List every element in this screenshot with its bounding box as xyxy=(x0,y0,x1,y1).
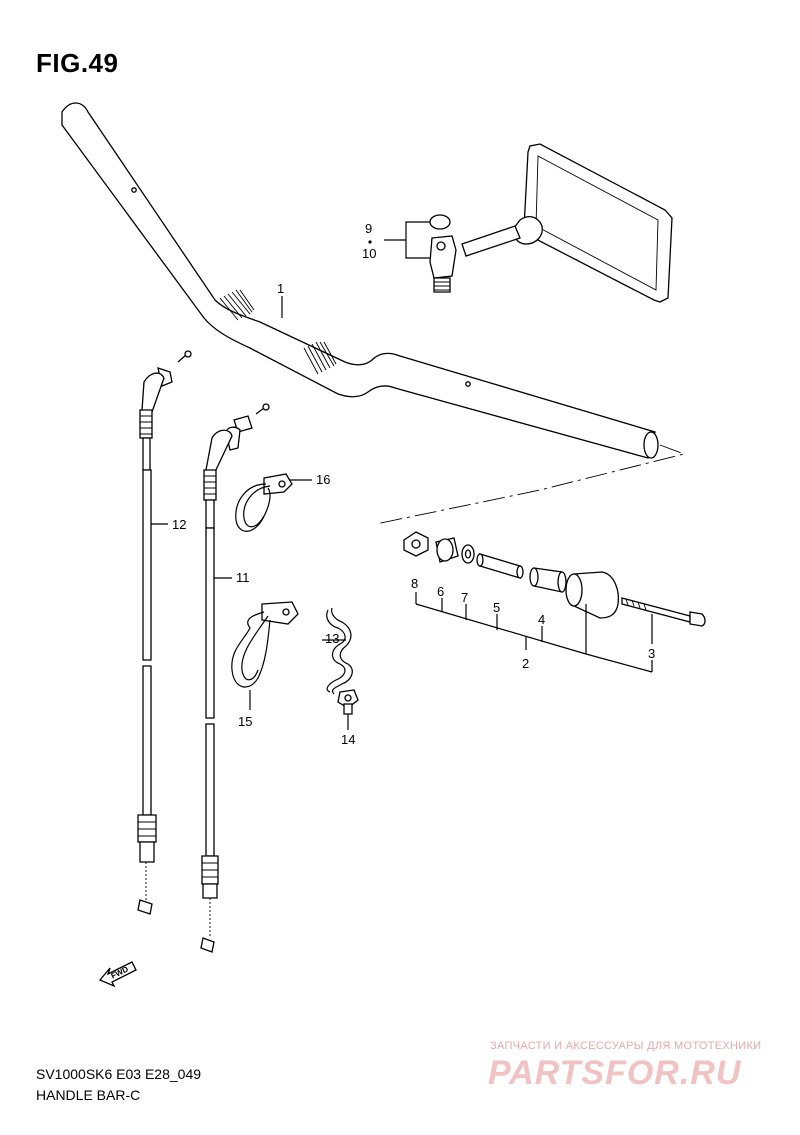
clamp-15 xyxy=(231,601,299,688)
callout-8: 8 xyxy=(411,576,418,591)
callout-3: 3 xyxy=(648,646,655,661)
callout-13: 13 xyxy=(325,631,339,646)
watermark-logo: PARTSFOR.RU xyxy=(488,1054,742,1092)
handlebar xyxy=(61,102,659,459)
callout-10: 10 xyxy=(362,246,376,261)
tree-leaders xyxy=(415,592,653,673)
bar-end-parts xyxy=(403,531,706,627)
knurled-band-1 xyxy=(219,289,255,321)
callout-9: 9 xyxy=(365,221,372,236)
part-6-collar xyxy=(435,537,459,563)
callout-dot xyxy=(368,240,372,244)
clamp-16 xyxy=(235,473,293,532)
callout-7: 7 xyxy=(461,590,468,605)
part-7-washer xyxy=(461,544,475,564)
callout-1: 1 xyxy=(277,281,284,296)
figure-title: FIG.49 xyxy=(36,48,119,78)
callout-5: 5 xyxy=(493,600,500,615)
part-8-nut xyxy=(403,531,429,557)
cable-11 xyxy=(200,403,270,953)
screw-14 xyxy=(337,689,359,715)
callout-15: 15 xyxy=(238,714,252,729)
section-name: HANDLE BAR-C xyxy=(36,1087,141,1103)
callout-14: 14 xyxy=(341,732,355,747)
callout-16: 16 xyxy=(316,472,330,487)
mirror-cap xyxy=(429,214,451,230)
clip-13 xyxy=(326,607,353,695)
cable-12 xyxy=(137,350,192,915)
part-2-weight xyxy=(565,571,620,619)
mirror xyxy=(429,143,673,303)
callout-bracket-9-10 xyxy=(384,221,430,259)
callout-11: 11 xyxy=(236,570,250,585)
callout-6: 6 xyxy=(437,584,444,599)
fwd-arrow xyxy=(98,961,137,988)
callout-2: 2 xyxy=(522,656,529,671)
watermark-tagline: ЗАПЧАСТИ И АКСЕССУАРЫ ДЛЯ МОТОТЕХНИКИ xyxy=(490,1040,762,1052)
model-code: SV1000SK6 E03 E28_049 xyxy=(36,1066,202,1082)
part-5-rubber xyxy=(476,553,524,579)
callout-12: 12 xyxy=(172,517,186,532)
part-3-bolt xyxy=(621,597,706,627)
part-4-sleeve xyxy=(529,567,567,593)
callout-4: 4 xyxy=(538,612,545,627)
explode-line xyxy=(375,444,686,525)
knurled-band-2 xyxy=(303,341,337,375)
